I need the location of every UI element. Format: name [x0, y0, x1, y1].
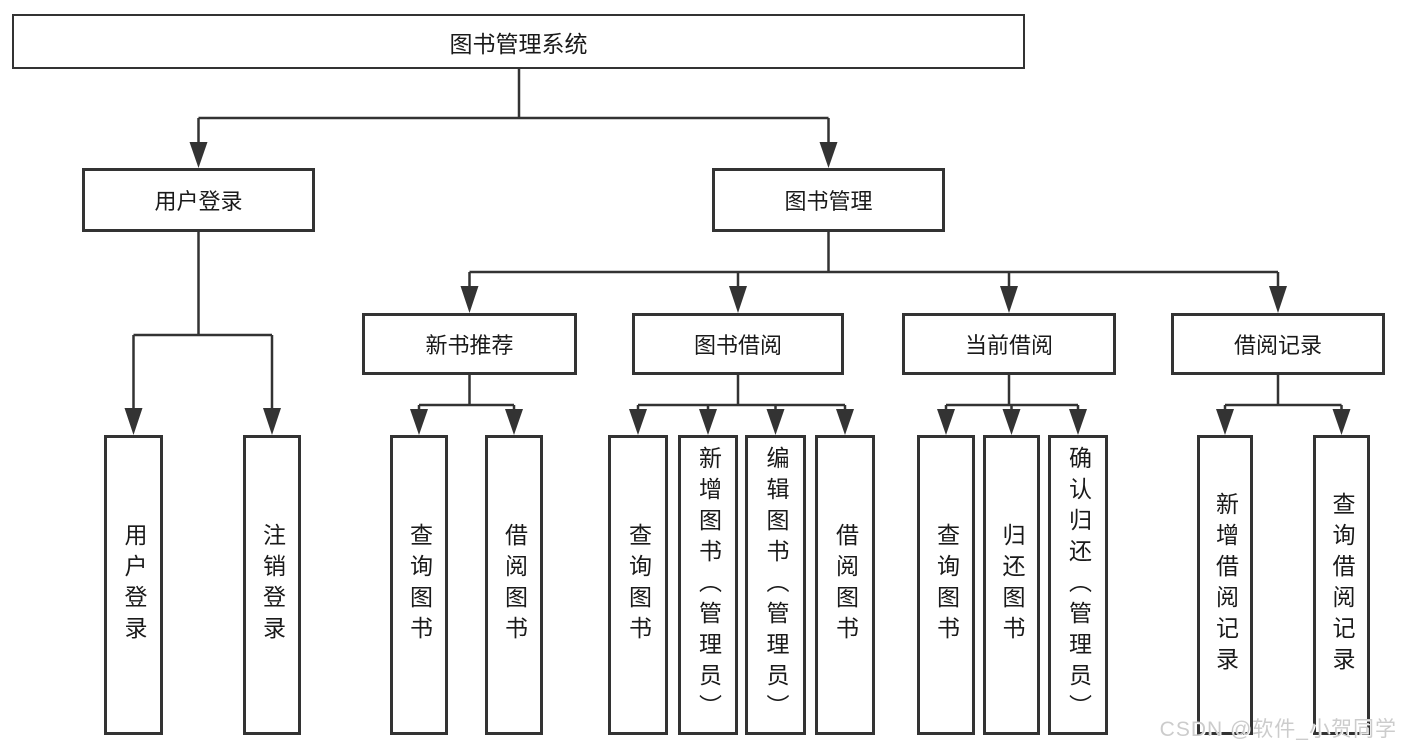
node-label: 查询图书 — [933, 523, 960, 647]
leaf-query-book-3: 查询图书 — [917, 435, 975, 735]
node-label: 编辑图书（管理员） — [763, 445, 789, 725]
node-current-borrow: 当前借阅 — [902, 313, 1116, 375]
leaf-add-book-admin: 新增图书（管理员） — [678, 435, 738, 735]
leaf-logout-login: 注销登录 — [243, 435, 301, 735]
node-label: 确认归还（管理员） — [1065, 445, 1092, 725]
node-label: 新增图书（管理员） — [695, 445, 722, 725]
node-label: 借阅记录 — [1233, 333, 1322, 358]
node-label: 当前借阅 — [964, 333, 1053, 358]
node-book-management: 图书管理 — [712, 168, 945, 232]
node-label: 新增借阅记录 — [1212, 492, 1239, 678]
node-label: 借阅图书 — [832, 523, 859, 647]
node-label: 查询借阅记录 — [1329, 492, 1355, 678]
node-book-borrow: 图书借阅 — [632, 313, 844, 375]
node-new-book-recommend: 新书推荐 — [362, 313, 577, 375]
leaf-add-borrow-record: 新增借阅记录 — [1197, 435, 1253, 735]
node-label: 图书借阅 — [693, 333, 782, 358]
node-label: 图书管理 — [784, 189, 873, 214]
node-label: 用户登录 — [121, 523, 147, 647]
leaf-return-book: 归还图书 — [983, 435, 1040, 735]
node-label: 新书推荐 — [425, 333, 514, 358]
leaf-edit-book-admin: 编辑图书（管理员） — [745, 435, 806, 735]
node-borrow-record: 借阅记录 — [1171, 313, 1385, 375]
leaf-query-book-1: 查询图书 — [390, 435, 448, 735]
node-user-login: 用户登录 — [82, 168, 315, 232]
leaf-borrow-book-2: 借阅图书 — [815, 435, 875, 735]
leaf-confirm-return-admin: 确认归还（管理员） — [1048, 435, 1108, 735]
leaf-borrow-book-1: 借阅图书 — [485, 435, 543, 735]
node-label: 归还图书 — [999, 523, 1025, 647]
leaf-query-borrow-record: 查询借阅记录 — [1313, 435, 1370, 735]
node-label: 借阅图书 — [501, 523, 528, 647]
node-label: 图书管理系统 — [449, 30, 588, 57]
node-label: 注销登录 — [259, 523, 286, 647]
node-label: 查询图书 — [625, 523, 652, 647]
node-label: 查询图书 — [406, 523, 433, 647]
csdn-watermark: CSDN @软件_小贺同学 — [1159, 718, 1397, 741]
leaf-query-book-2: 查询图书 — [608, 435, 668, 735]
node-library-management-system: 图书管理系统 — [12, 14, 1025, 69]
node-label: 用户登录 — [154, 189, 243, 214]
leaf-user-login: 用户登录 — [104, 435, 163, 735]
